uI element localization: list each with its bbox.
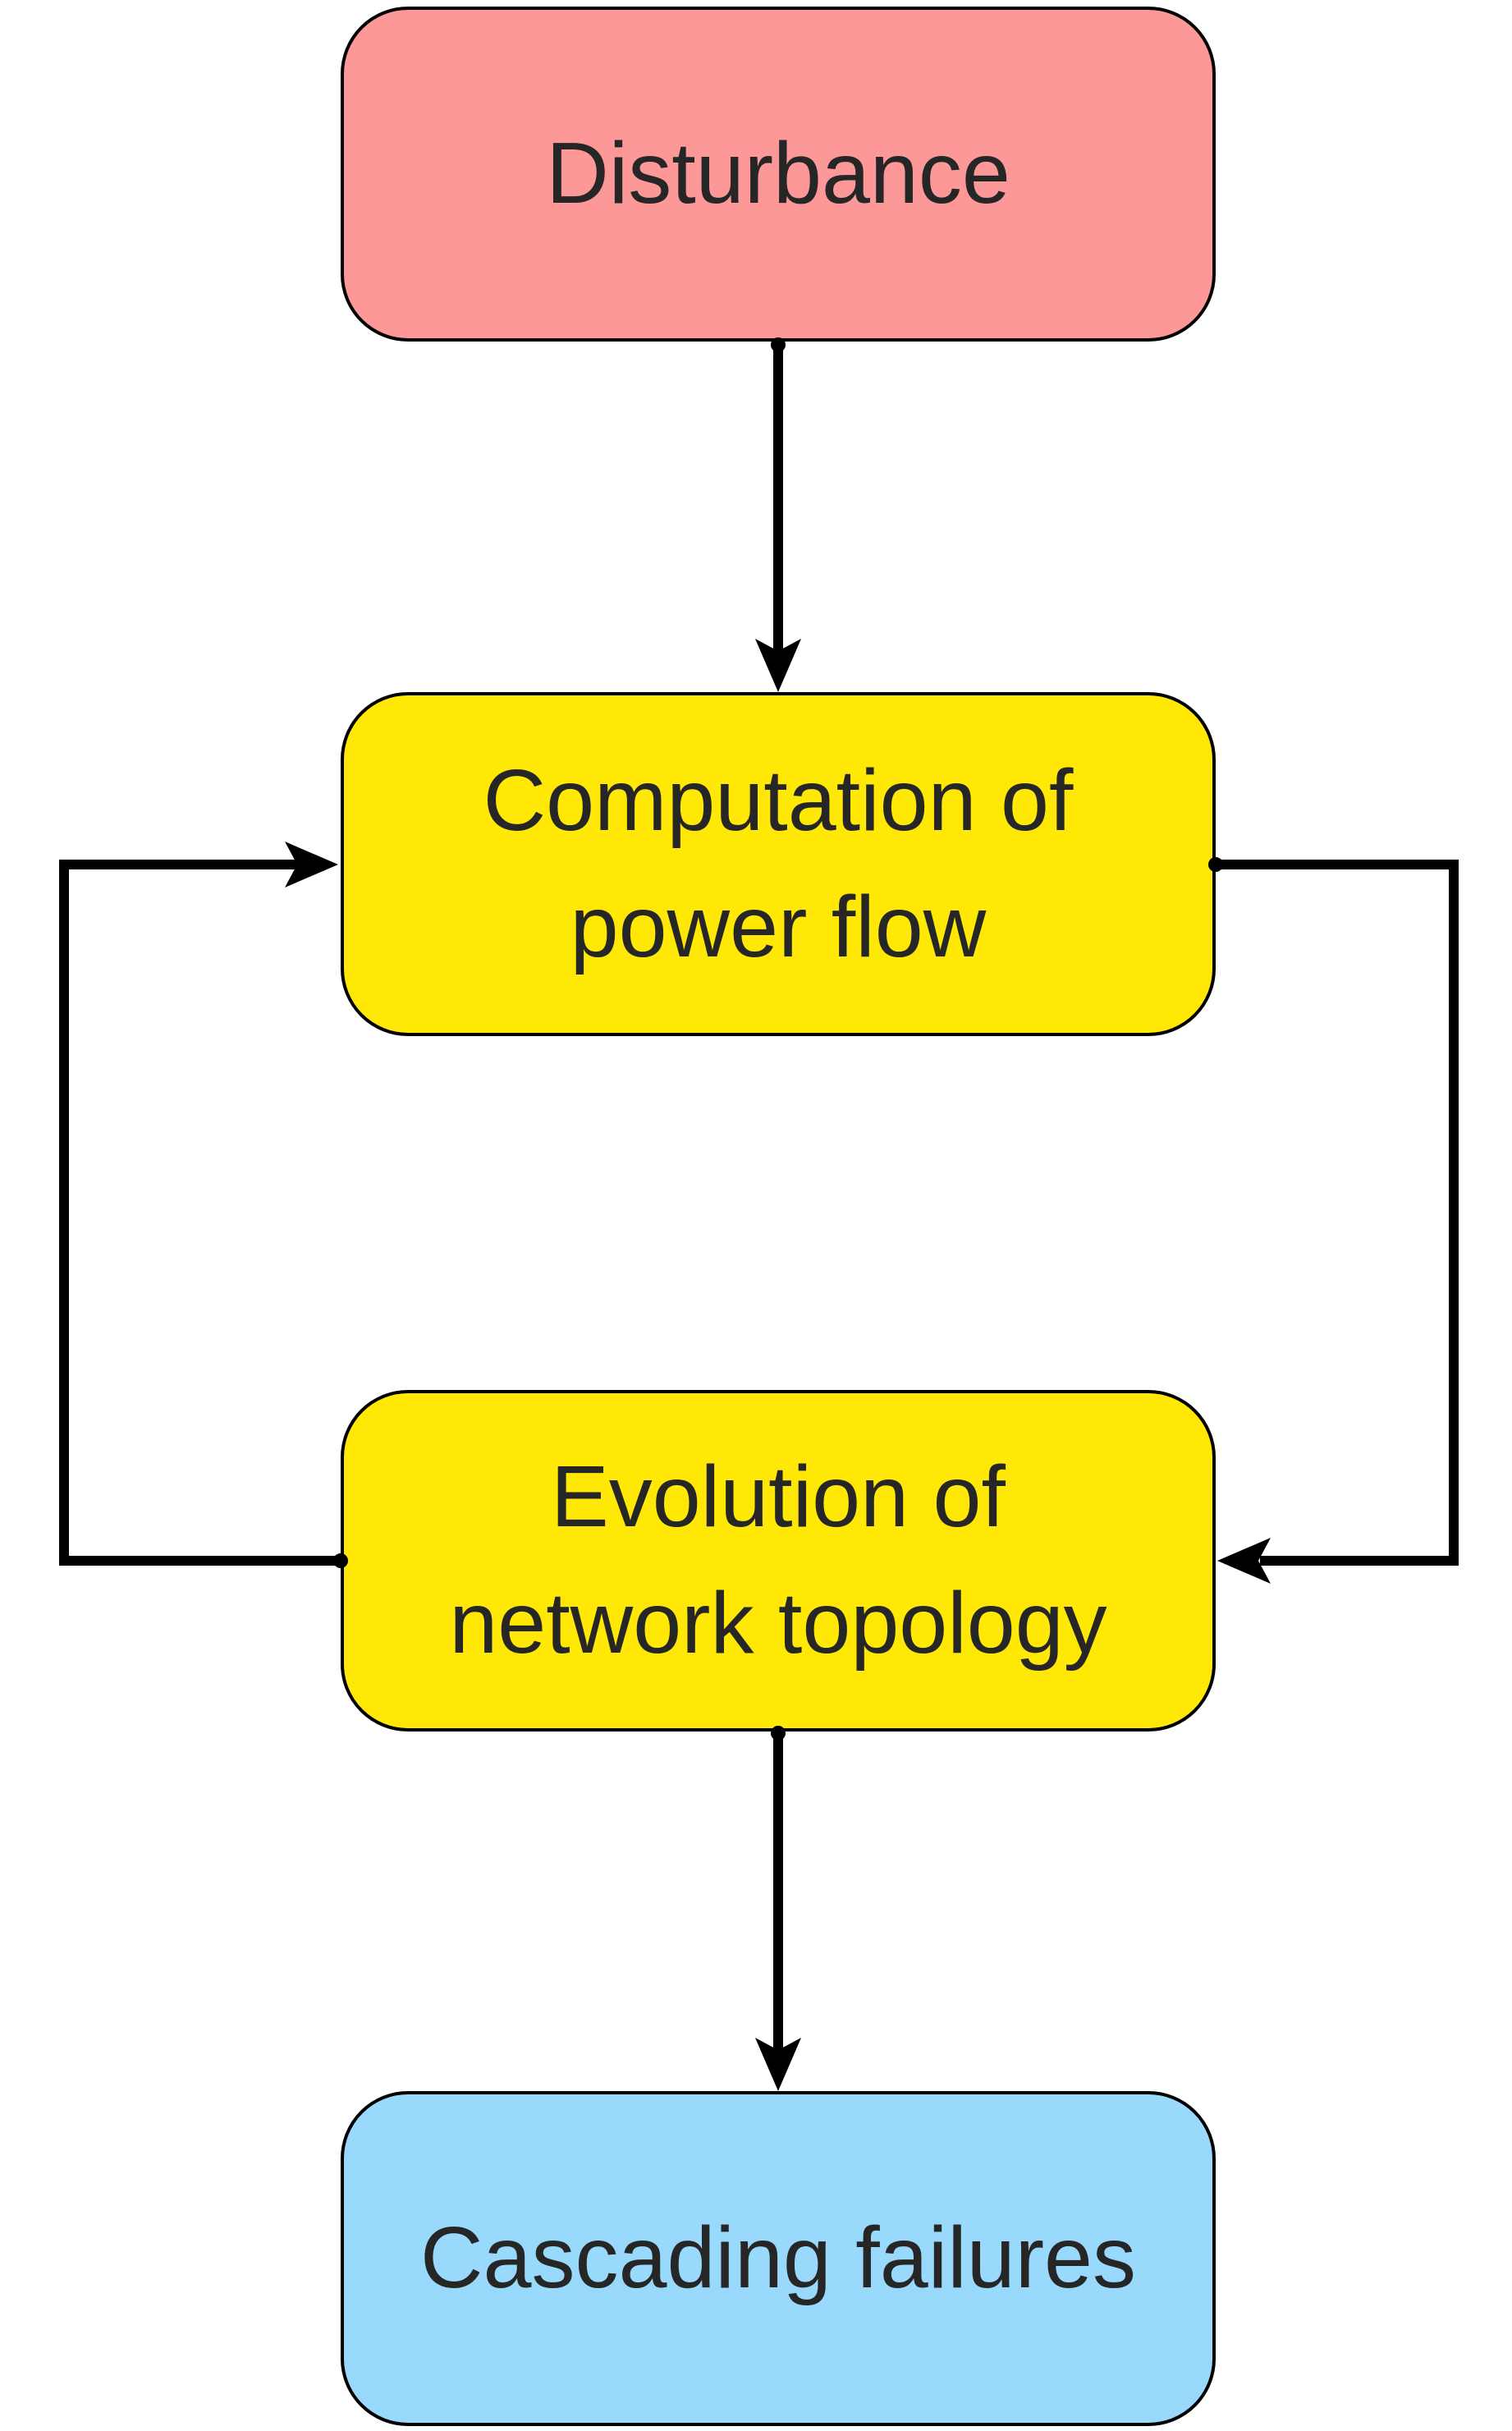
arrow-head-right-icon: [285, 842, 338, 888]
arrow-evolution-to-computation: [59, 842, 348, 1568]
arrow-head-down-icon: [755, 2038, 801, 2091]
node-evolution-of-network-topology: Evolution of network topology: [341, 1390, 1216, 1732]
node-cascading-label: Cascading failures: [419, 2209, 1136, 2307]
arrow-computation-to-evolution: [1208, 857, 1459, 1584]
node-evolution-label: Evolution of network topology: [449, 1448, 1107, 1672]
arrow-head-left-icon: [1217, 1538, 1271, 1584]
node-disturbance-label: Disturbance: [546, 125, 1010, 222]
node-disturbance: Disturbance: [341, 7, 1216, 342]
arrow-shaft: [59, 860, 341, 1566]
node-computation-label: Computation of power flow: [483, 751, 1074, 975]
arrow-disturbance-to-computation: [755, 337, 801, 692]
node-computation-of-power-flow: Computation of power flow: [341, 692, 1216, 1036]
node-cascading-failures: Cascading failures: [341, 2091, 1216, 2426]
arrow-evolution-to-cascading: [755, 1726, 801, 2091]
arrow-head-down-icon: [755, 639, 801, 692]
arrow-shaft: [1216, 860, 1459, 1566]
